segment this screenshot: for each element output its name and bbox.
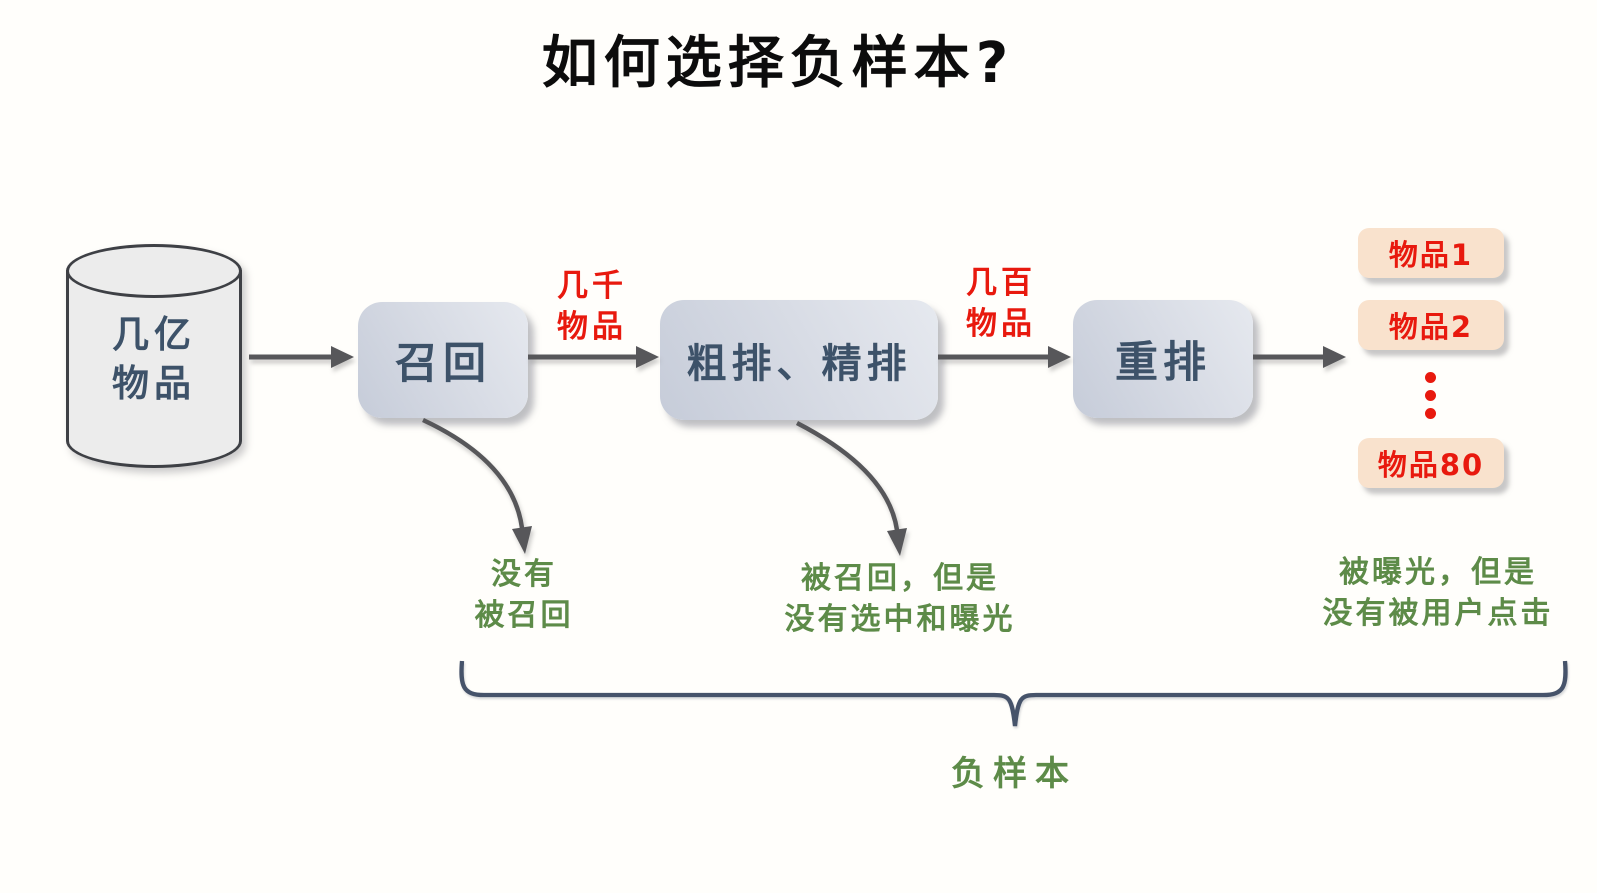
note-1-line2: 被召回	[474, 598, 574, 633]
output-item-1-label: 物品1	[1388, 238, 1474, 272]
stage-rerank-box: 重排	[1073, 300, 1253, 418]
flow-arrow-rank-to-rerank	[938, 346, 1071, 368]
note-2-line2: 没有选中和曝光	[784, 602, 1016, 637]
negative-samples-label: 负样本	[951, 754, 1077, 794]
dropout-arrow-rank	[795, 421, 907, 556]
output-item-card-2: 物品2	[1358, 300, 1504, 350]
note-recalled-not-exposed: 被召回，但是 没有选中和曝光	[785, 558, 1016, 640]
flow-arrow-recall-to-rank	[528, 346, 659, 368]
output-item-card-1: 物品1	[1358, 228, 1504, 278]
flow-arrow-pool-to-recall	[249, 346, 354, 368]
flow-count-1-line2: 物品	[557, 309, 627, 345]
output-item-80-label: 物品80	[1377, 448, 1485, 482]
stage-ranking-box: 粗排、精排	[660, 300, 938, 420]
item-pool-label-line2: 物品	[112, 362, 196, 405]
cylinder-body	[66, 270, 242, 468]
flow-count-2-line2: 物品	[966, 306, 1036, 342]
output-item-2-label: 物品2	[1388, 310, 1474, 344]
note-3-line2: 没有被用户点击	[1322, 596, 1554, 631]
negative-samples-brace	[459, 660, 1568, 727]
note-3-line1: 被曝光，但是	[1339, 555, 1537, 590]
vertical-ellipsis-icon	[1425, 372, 1436, 419]
flow-count-2-line1: 几百	[966, 265, 1036, 301]
stage-recall-box: 召回	[358, 302, 528, 418]
note-2-line1: 被召回，但是	[801, 561, 999, 596]
cylinder-top-ellipse	[66, 244, 242, 298]
flow-count-label-hundreds: 几百 物品	[966, 263, 1036, 345]
note-1-line1: 没有	[491, 557, 557, 592]
flow-arrow-rerank-to-items	[1253, 346, 1346, 368]
dropout-arrow-recall	[422, 417, 532, 554]
page-title: 如何选择负样本?	[541, 31, 1015, 96]
note-not-recalled: 没有 被召回	[475, 554, 574, 636]
stage-rerank-label: 重排	[1115, 338, 1211, 388]
item-pool-label: 几亿 物品	[66, 310, 242, 408]
flow-count-label-thousands: 几千 物品	[557, 266, 627, 348]
flow-count-1-line1: 几千	[557, 268, 627, 304]
output-item-card-80: 物品80	[1358, 438, 1504, 488]
item-pool-cylinder: 几亿 物品	[66, 244, 242, 468]
note-exposed-not-clicked: 被曝光，但是 没有被用户点击	[1323, 552, 1554, 634]
stage-ranking-label: 粗排、精排	[686, 341, 912, 387]
item-pool-label-line1: 几亿	[112, 313, 196, 356]
stage-recall-label: 召回	[395, 339, 491, 389]
